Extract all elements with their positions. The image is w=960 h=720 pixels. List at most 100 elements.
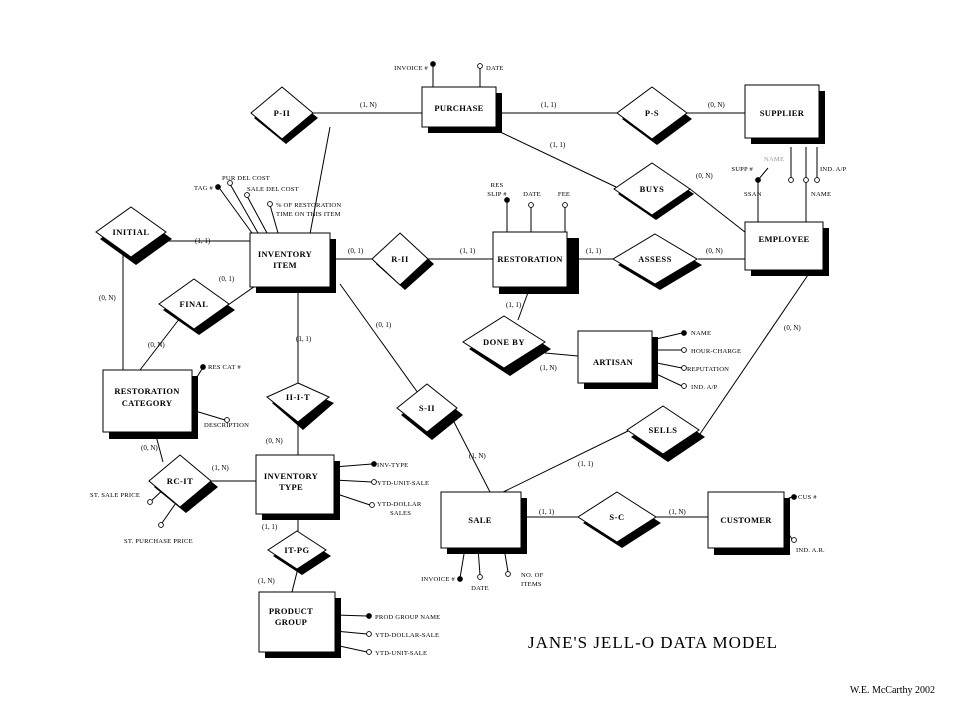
entity-product-group: PRODUCT GROUP — [258, 591, 341, 658]
attribute-label: REPUTATION — [687, 366, 729, 373]
relationship-rc-it: RC-IT — [148, 454, 218, 513]
attribute-labels: INVOICE # DATE SUPP # NAME IND. A/P SSAN… — [90, 65, 846, 657]
svg-text:II-I-T: II-I-T — [286, 392, 310, 402]
cardinality-label: (1, 1) — [541, 101, 557, 109]
cardinality-label: (1, 1) — [586, 247, 602, 255]
cardinality-label: (1, 1) — [539, 508, 555, 516]
attribute-label: SUPP # — [731, 166, 753, 173]
attribute-label: % OF RESTORATION — [276, 202, 341, 209]
entity-label: RESTORATION — [114, 386, 180, 396]
relationship-final: FINAL — [158, 278, 235, 335]
svg-text:P-II: P-II — [274, 108, 291, 118]
attribute-label: IND. A.R. — [796, 547, 825, 554]
cardinality-label: (0, 1) — [219, 275, 235, 283]
entity-label: PURCHASE — [434, 103, 483, 113]
entity-label: ARTISAN — [593, 357, 634, 367]
relationship-p-s: P-S — [616, 86, 692, 145]
cardinality-label: (1, N) — [540, 364, 557, 372]
entity-label: RESTORATION — [497, 254, 563, 264]
attribute-label: IND. A/P — [691, 384, 718, 391]
svg-text:R-II: R-II — [391, 254, 409, 264]
cardinality-label: (1, N) — [212, 464, 229, 472]
cardinality-label: (0, N) — [141, 444, 158, 452]
connector-lines — [122, 112, 811, 593]
cardinality-label: (0, N) — [266, 437, 283, 445]
entity-employee: EMPLOYEE — [744, 221, 829, 276]
cardinality-label: (1, N) — [360, 101, 377, 109]
svg-text:IT-PG: IT-PG — [284, 545, 309, 555]
attribute-label: NAME — [811, 191, 831, 198]
entity-customer: CUSTOMER — [707, 491, 790, 555]
svg-text:S-II: S-II — [419, 403, 435, 413]
attribute-label: DATE — [523, 191, 541, 198]
attribute-label: SALE DEL COST — [247, 186, 299, 193]
cardinality-label: (0, N) — [148, 341, 165, 349]
relationship-initial: INITIAL — [95, 206, 172, 265]
attribute-label: DESCRIPTION — [204, 422, 249, 429]
relationship-s-c: S-C — [577, 491, 661, 548]
cardinality-label: (1, 1) — [195, 237, 211, 245]
cardinality-label: (1, N) — [469, 452, 486, 460]
relationship-buys: BUYS — [613, 162, 694, 220]
entity-restoration-category: RESTORATION CATEGORY — [102, 369, 198, 439]
attribute-label: DATE — [486, 65, 504, 72]
cardinality-label: (0, 1) — [348, 247, 364, 255]
attribute-label: INVOICE # — [394, 65, 428, 72]
attribute-label: NAME — [691, 330, 711, 337]
attribute-label: TAG # — [194, 185, 213, 192]
attribute-label: PROD GROUP NAME — [375, 614, 440, 621]
relationship-assess: ASSESS — [612, 233, 702, 290]
attribute-label: RES CAT # — [208, 364, 241, 371]
cardinality-labels: (1, N) (1, 1) (0, N) (1, 1) (0, N) (1, 1… — [99, 101, 801, 585]
attribute-label: INV-TYPE — [377, 462, 408, 469]
attribute-label: NO. OF — [521, 572, 544, 579]
attribute-label: NAME — [764, 156, 784, 163]
svg-text:DONE BY: DONE BY — [483, 337, 525, 347]
attribute-label: YTD-UNIT-SALE — [375, 650, 427, 657]
relationship-it-pg: IT-PG — [267, 530, 331, 575]
relationship-s-ii: S-II — [396, 383, 463, 440]
cardinality-label: (0, 1) — [376, 321, 392, 329]
entity-sale: SALE — [440, 491, 527, 554]
svg-text:SELLS: SELLS — [649, 425, 678, 435]
attribute-label: ITEMS — [521, 581, 542, 588]
entity-label: TYPE — [279, 482, 303, 492]
attribute-label: DATE — [471, 585, 489, 592]
cardinality-label: (1, 1) — [262, 523, 278, 531]
attribute-label: YTD-DOLLAR-SALE — [375, 632, 439, 639]
attribute-label: YTD-UNIT-SALE — [377, 480, 429, 487]
attribute-label: RES — [491, 182, 504, 189]
attribute-label: YTD-DOLLAR — [377, 501, 422, 508]
cardinality-label: (0, N) — [99, 294, 116, 302]
cardinality-label: (1, 1) — [506, 301, 522, 309]
entity-inventory-item: INVENTORY ITEM — [249, 232, 336, 293]
cardinality-label: (1, 1) — [578, 460, 594, 468]
entity-label: INVENTORY — [258, 249, 312, 259]
svg-text:P-S: P-S — [645, 108, 659, 118]
relationship-p-ii: P-II — [250, 86, 318, 144]
attribute-label: SLIP # — [487, 191, 507, 198]
credit-text: W.E. McCarthy 2002 — [850, 685, 935, 696]
cardinality-label: (0, N) — [696, 172, 713, 180]
entity-label: EMPLOYEE — [758, 234, 809, 244]
cardinality-label: (0, N) — [708, 101, 725, 109]
svg-text:FINAL: FINAL — [180, 299, 209, 309]
entity-label: GROUP — [275, 617, 307, 627]
entity-label: PRODUCT — [269, 606, 313, 616]
attribute-label: PUR DEL COST — [222, 175, 270, 182]
attribute-label: SALES — [390, 510, 411, 517]
svg-text:RC-IT: RC-IT — [167, 476, 194, 486]
cardinality-label: (1, 1) — [296, 335, 312, 343]
entity-label: ITEM — [273, 260, 297, 270]
cardinality-label: (1, N) — [669, 508, 686, 516]
svg-text:S-C: S-C — [609, 512, 624, 522]
entity-inventory-type: INVENTORY TYPE — [255, 454, 340, 520]
entity-label: INVENTORY — [264, 471, 318, 481]
relationship-done-by: DONE BY — [462, 315, 551, 376]
attribute-label: CUS # — [798, 494, 817, 501]
attribute-markers — [147, 61, 820, 655]
entity-artisan: ARTISAN — [577, 330, 658, 389]
attribute-label: ST. SALE PRICE — [90, 492, 140, 499]
entity-label: SALE — [468, 515, 491, 525]
